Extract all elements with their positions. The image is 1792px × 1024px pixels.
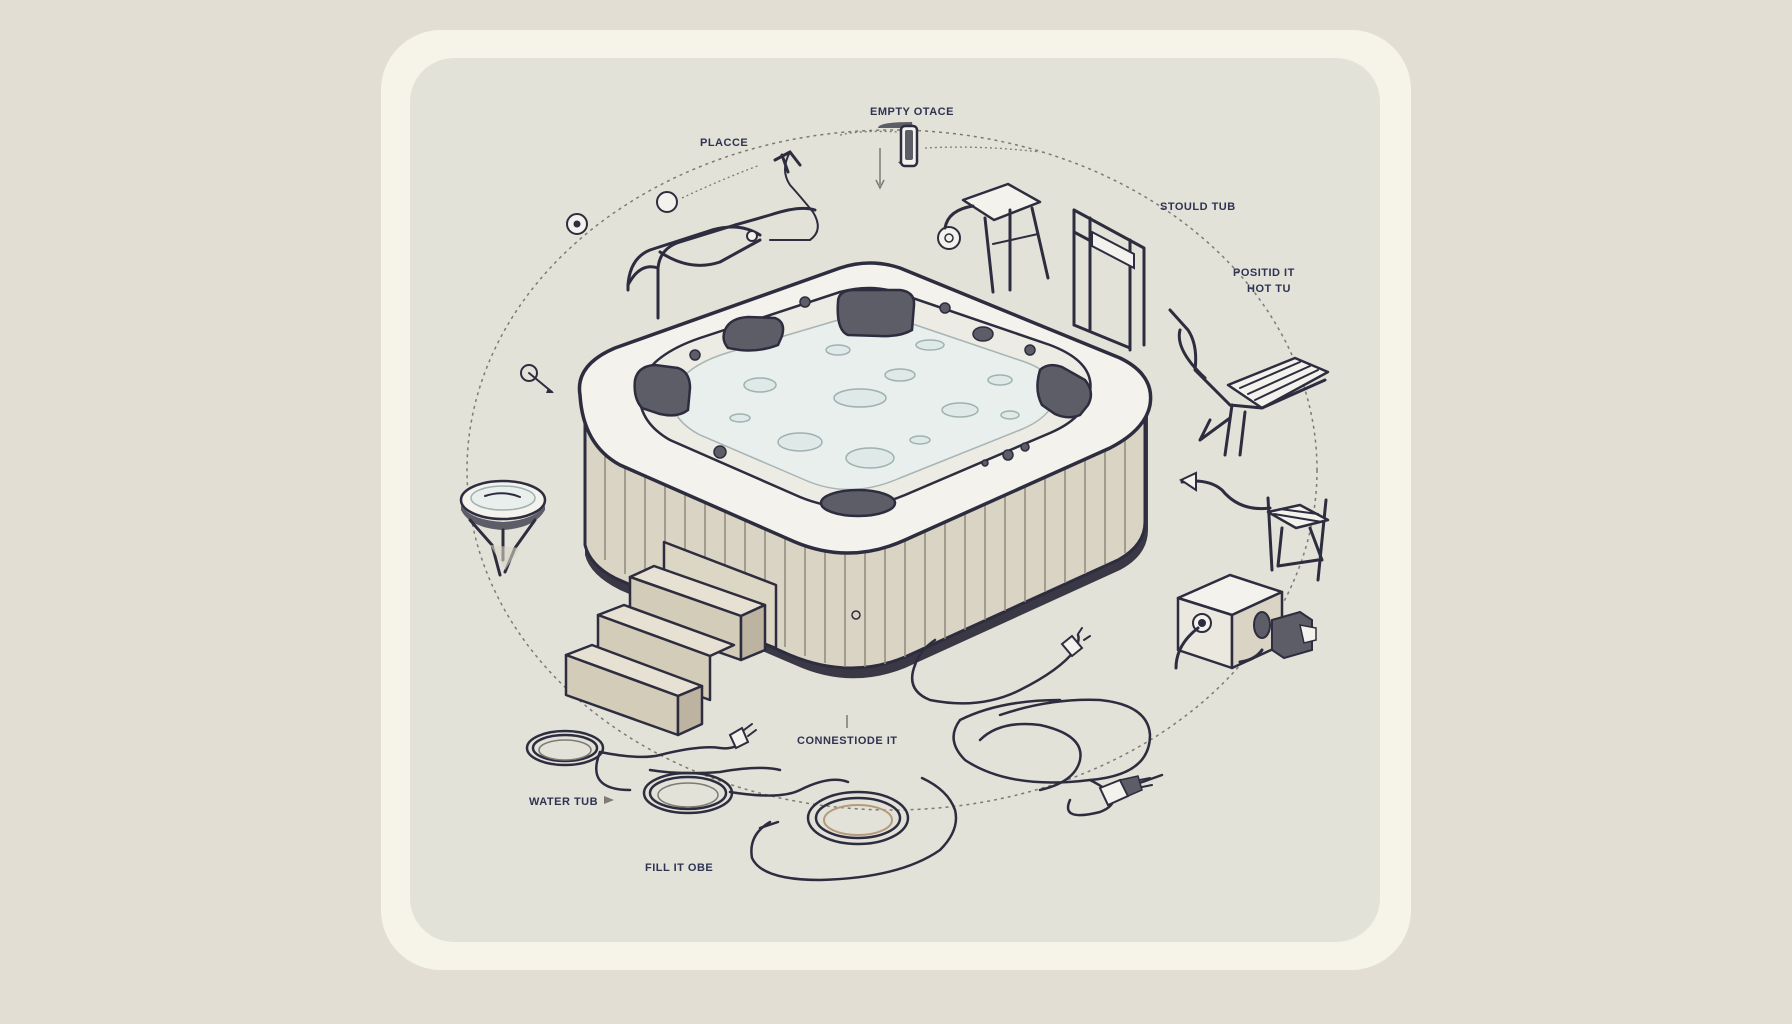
railing [626,150,819,320]
pump-unit [1174,573,1317,670]
lounge-chair [1168,308,1330,457]
tub-headrests [633,288,1093,518]
label-position-line2: HOT TU [1247,283,1291,295]
connector-lines [681,130,1041,199]
label-empty-space: EMPTY OTACE [870,106,954,118]
label-position-line1: POSITID IT [1233,267,1295,279]
water-bubbles [729,339,1020,469]
label-fill-it: FILL IT OBE [645,862,713,874]
label-connect: CONNESTIODE IT [797,735,898,747]
water-tub-arrow [604,796,614,804]
label-water-tub: WATER TUB [529,796,598,808]
hose-coil [525,729,958,882]
plug-left [728,723,757,750]
connector-markers [520,148,961,728]
shelf [1072,208,1146,352]
stool [878,122,919,168]
label-should-tub: STOULD TUB [1160,201,1236,213]
tub-jets [689,296,1036,467]
folding-chair [1178,471,1330,582]
tub-slats [604,435,1126,667]
label-place: PLACCE [700,137,748,149]
plug-tub [1060,627,1091,658]
plug-right [1098,775,1153,807]
side-table [943,182,1050,294]
dashed-orbit [466,129,1318,811]
tub-steps [564,540,778,737]
round-table [459,479,547,577]
